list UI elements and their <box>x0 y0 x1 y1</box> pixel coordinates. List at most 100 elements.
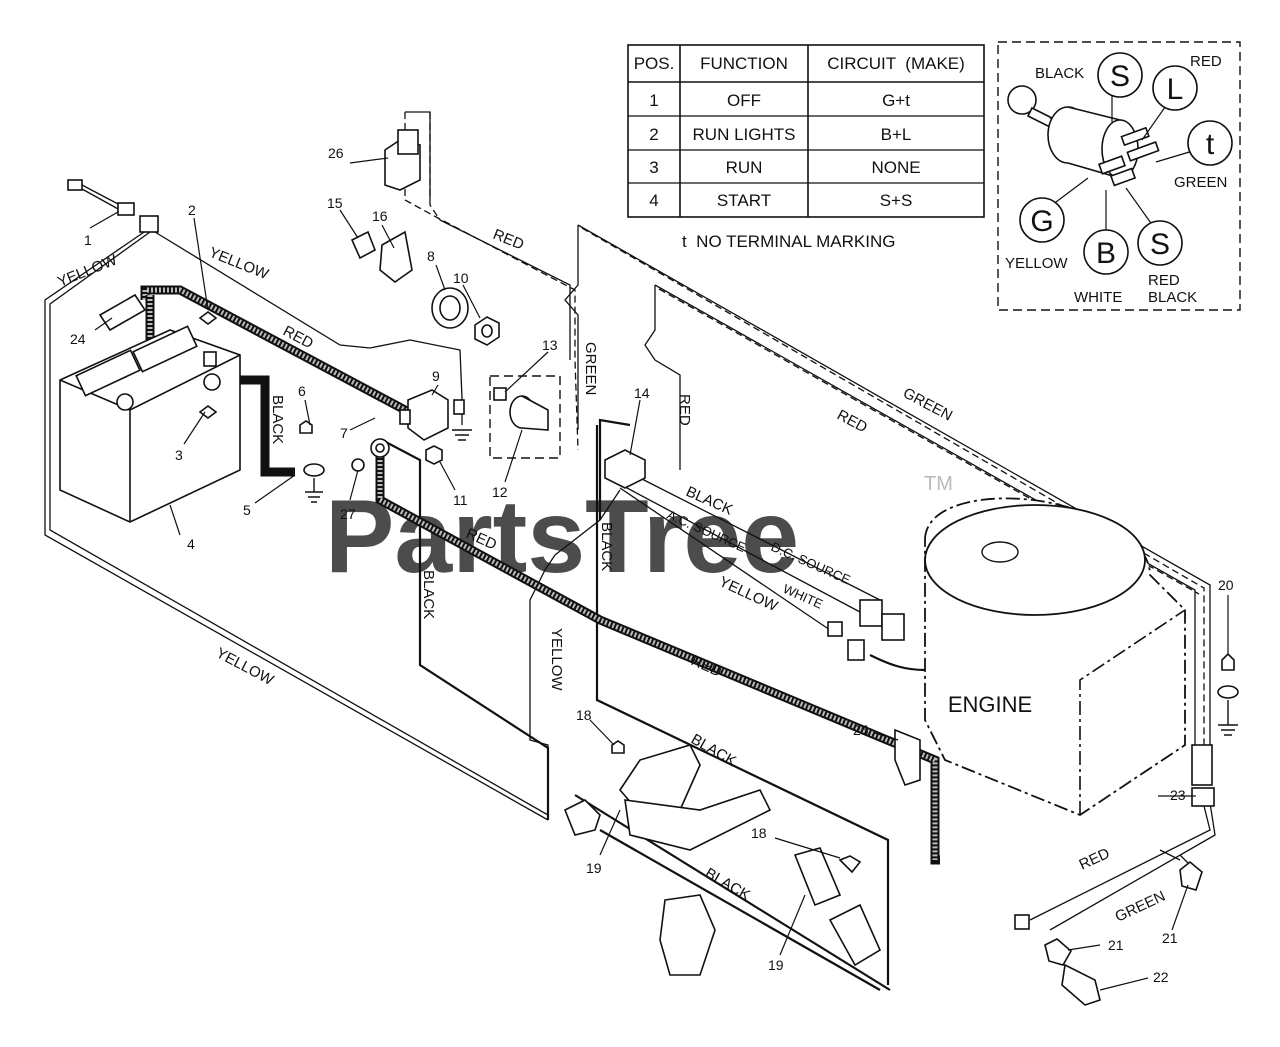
key-switch-body <box>1047 106 1160 187</box>
wire-label: BLACK <box>420 570 437 619</box>
table-cell: RUN LIGHTS <box>693 125 796 144</box>
wire-label: RED <box>688 652 724 680</box>
callout-25: 25 <box>853 722 869 738</box>
wire-label: GREEN <box>582 342 599 395</box>
wire-label: BLACK <box>702 865 753 904</box>
table-cell: 2 <box>649 125 658 144</box>
table-cell: OFF <box>727 91 761 110</box>
callout-26: 26 <box>328 145 344 161</box>
solenoid-9 <box>351 389 465 472</box>
table-cell: S+S <box>880 191 913 210</box>
terminal-t: t <box>1206 128 1215 161</box>
wire-label: RED <box>676 394 693 426</box>
wire-label: BLACK <box>598 522 615 571</box>
part-15-clip <box>350 230 377 260</box>
key-label-red: RED <box>1190 53 1222 70</box>
wire-label: YELLOW <box>548 628 565 691</box>
callout-4: 4 <box>187 536 195 552</box>
callout-22: 22 <box>1153 969 1169 985</box>
key-label-white: WHITE <box>1074 289 1122 306</box>
wire-label: WHITE <box>781 581 826 612</box>
wire-label: YELLOW <box>207 244 272 283</box>
trademark-mark: TM <box>924 473 953 495</box>
callout-23: 23 <box>1170 787 1186 803</box>
part-10-nut <box>474 316 500 346</box>
key-switch-detail: S L t G B S BLACK RED GREEN YELLOW WHITE… <box>997 41 1241 311</box>
wire-label: BLACK <box>269 395 286 444</box>
table-cell: 1 <box>649 91 658 110</box>
callout-6: 6 <box>298 383 306 399</box>
part-19-brake-switch <box>659 847 882 976</box>
key-label-red-black-2: BLACK <box>1148 289 1197 306</box>
table-cell: START <box>717 191 771 210</box>
connector-23 <box>1191 744 1215 807</box>
wire-harness <box>44 111 1216 991</box>
ground-symbols <box>303 429 1239 736</box>
switch-function-table: POS. FUNCTION CIRCUIT (MAKE) 1 OFF G+t 2… <box>627 44 985 218</box>
wire-label: YELLOW <box>213 645 277 690</box>
callout-21a: 21 <box>1108 937 1124 953</box>
callout-3: 3 <box>175 447 183 463</box>
table-note: t NO TERMINAL MARKING <box>682 232 895 251</box>
terminal-g: G <box>1030 205 1053 238</box>
wire-label: GREEN <box>900 385 955 425</box>
wire-label: YELLOW <box>55 251 120 290</box>
engine-label: ENGINE <box>948 692 1032 717</box>
table-cell: G+t <box>882 91 910 110</box>
part-13-ignition-switch <box>489 375 561 459</box>
wire-label: RED <box>491 226 527 254</box>
engine: ENGINE <box>924 497 1186 817</box>
callout-numbers: 1 2 3 4 5 6 7 8 9 10 11 12 13 14 15 16 2… <box>70 145 1234 985</box>
key-label-red-black-1: RED <box>1148 272 1180 289</box>
callout-8: 8 <box>427 248 435 264</box>
wire-label: RED <box>1077 845 1113 874</box>
callout-19b: 19 <box>768 957 784 973</box>
fasteners <box>299 420 862 874</box>
callout-leaders <box>89 157 1229 991</box>
battery <box>59 325 241 523</box>
callout-13: 13 <box>542 337 558 353</box>
table-cell: RUN <box>726 158 763 177</box>
wire-label: RED <box>834 407 870 437</box>
key-label-green: GREEN <box>1174 174 1227 191</box>
callout-11: 11 <box>453 492 468 508</box>
key-label-black: BLACK <box>1035 65 1084 82</box>
table-cell: NONE <box>871 158 920 177</box>
table-header-pos: POS. <box>634 54 675 73</box>
callout-16: 16 <box>372 208 388 224</box>
connector-1 <box>67 179 159 233</box>
terminal-b: B <box>1096 237 1116 270</box>
callout-15: 15 <box>327 195 343 211</box>
callout-27: 27 <box>340 506 356 522</box>
key-label-yellow: YELLOW <box>1005 255 1068 272</box>
terminal-s-top: S <box>1110 60 1130 93</box>
engine-connectors <box>827 599 921 786</box>
callout-12: 12 <box>492 484 508 500</box>
callout-10: 10 <box>453 270 469 286</box>
part-8-bezel <box>431 287 469 329</box>
callout-14: 14 <box>634 385 650 401</box>
callout-5: 5 <box>243 502 251 518</box>
table-cell: 3 <box>649 158 658 177</box>
callout-21b: 21 <box>1162 930 1178 946</box>
table-header-function: FUNCTION <box>700 54 788 73</box>
part-21-switches <box>1014 860 1203 966</box>
callout-24: 24 <box>70 331 86 347</box>
callout-19a: 19 <box>586 860 602 876</box>
part-26-relay <box>384 129 421 191</box>
terminal-s-bottom: S <box>1150 228 1170 261</box>
connector-14 <box>604 449 646 489</box>
part-22-terminal <box>1061 963 1101 1006</box>
callout-1: 1 <box>84 232 92 248</box>
table-header-circuit: CIRCUIT (MAKE) <box>827 54 965 73</box>
callout-18b: 18 <box>751 825 767 841</box>
battery-hardware <box>98 293 218 419</box>
part-16-connector <box>379 230 413 284</box>
terminal-l: L <box>1167 73 1184 106</box>
callout-20: 20 <box>1218 577 1234 593</box>
wire-label: GREEN <box>1113 888 1169 926</box>
callout-7: 7 <box>340 425 348 441</box>
part-19-seat-switch <box>563 744 772 851</box>
callout-9: 9 <box>432 368 440 384</box>
